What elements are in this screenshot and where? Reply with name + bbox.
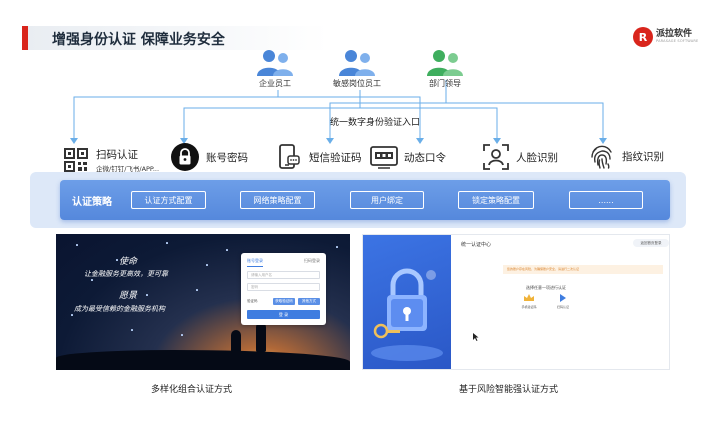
risk-warning: 您的账户存在风险，为确保账户安全，请进行二次认证 (503, 265, 663, 274)
right-panel-caption: 基于风险智能强认证方式 (459, 385, 559, 395)
line-user2-lock (183, 90, 361, 140)
security-illustration (363, 235, 451, 369)
vision-title: 愿景 (119, 291, 138, 301)
users-icon (339, 50, 375, 76)
back-home-button[interactable]: 返回首页登录 (633, 239, 669, 247)
brand-logo: R 派拉软件 PARASAGE SOFTWARE (633, 26, 698, 48)
user-group-sensitive: 敏感岗位员工 (333, 48, 381, 89)
users-icon (427, 50, 463, 76)
title-background (28, 26, 328, 50)
line-user3-sms (329, 80, 447, 140)
method-sms-code[interactable]: 短信验证码 (275, 143, 362, 171)
auth-method-config-button[interactable]: 认证方式配置 (131, 191, 206, 209)
auth-center-title: 统一认证中心 (461, 242, 492, 248)
users-icon (257, 50, 293, 76)
option-scan[interactable]: 扫码认证 (553, 293, 573, 309)
person-silhouette (231, 330, 241, 352)
mission-title: 使命 (119, 257, 138, 267)
method-label: 指纹识别 (622, 150, 664, 163)
mission-text: 让金融服务更高效，更可靠 (84, 270, 168, 278)
option-sms[interactable]: 手机验证码 (519, 293, 539, 309)
person-silhouette (256, 322, 266, 352)
tab-scan-login[interactable]: 扫码登录 (304, 258, 320, 263)
title-accent-mark (22, 26, 28, 50)
user-binding-button[interactable]: 用户绑定 (350, 191, 424, 209)
other-method-button[interactable]: 其他方式 (298, 298, 320, 305)
lock-icon (170, 142, 200, 172)
method-label: 扫码认证 (96, 149, 138, 161)
phone-sms-icon (275, 143, 303, 171)
line-user1-entry (278, 96, 421, 100)
login-submit-button[interactable]: 登 录 (247, 310, 320, 319)
risk-auth-preview: 统一认证中心 返回首页登录 您的账户存在风险，为确保账户安全，请进行二次认证 选… (362, 234, 670, 370)
method-label: 账号密码 (206, 151, 248, 164)
password-input[interactable]: 密码 (247, 283, 320, 291)
method-label: 人脸识别 (516, 151, 558, 164)
lock-policy-config-button[interactable]: 锁定策略配置 (458, 191, 534, 209)
method-label: 动态口令 (404, 151, 446, 164)
face-scan-icon (482, 143, 510, 171)
line-user1-qr (73, 90, 279, 140)
brand-logo-icon: R (633, 27, 653, 47)
get-code-button[interactable]: 获取验证码 (273, 298, 295, 305)
login-card: 账号登录 扫码登录 请输入用户名 密码 验证码 获取验证码 其他方式 登 录 (241, 253, 326, 325)
vision-text: 成为最受信赖的金融服务机构 (74, 305, 165, 313)
username-input[interactable]: 请输入用户名 (247, 271, 320, 279)
tab-account-login[interactable]: 账号登录 (247, 258, 263, 267)
method-otp[interactable]: 动态口令 (370, 143, 446, 171)
otp-token-icon (370, 143, 398, 171)
method-password[interactable]: 账号密码 (170, 142, 248, 172)
method-label: 短信验证码 (309, 151, 362, 164)
page-title: 增强身份认证 保障业务安全 (52, 32, 225, 48)
page-header: 增强身份认证 保障业务安全 (22, 26, 682, 50)
strategy-label: 认证策略 (72, 197, 112, 208)
crown-icon (524, 294, 534, 301)
login-page-preview: 使命 让金融服务更高效，更可靠 愿景 成为最受信赖的金融服务机构 账号登录 扫码… (56, 234, 350, 370)
method-qr-code[interactable]: 扫码认证 企微/钉钉/飞书/APP... (62, 146, 159, 174)
network-policy-config-button[interactable]: 网络策略配置 (240, 191, 315, 209)
option-label: 扫码认证 (556, 305, 569, 309)
scan-icon (560, 294, 566, 302)
user-group-label: 敏感岗位员工 (333, 79, 381, 88)
brand-name: 派拉软件 (656, 29, 693, 40)
left-panel-caption: 多样化组合认证方式 (151, 385, 233, 395)
choose-method-label: 选择任意一项进行认证 (526, 285, 566, 290)
cursor-icon (473, 333, 479, 341)
qr-code-icon (62, 146, 90, 174)
option-label: 手机验证码 (521, 305, 537, 309)
more-config-button[interactable]: ...... (569, 191, 643, 209)
captcha-label: 验证码 (247, 299, 258, 303)
brand-subtitle: PARASAGE SOFTWARE (656, 39, 699, 44)
line-user2-face (360, 107, 498, 140)
line-user3-finger (446, 102, 604, 140)
unified-entry-label: 统一数字身份验证入口 (330, 118, 421, 128)
user-group-employees: 企业员工 (256, 48, 294, 89)
method-sublabel: 企微/钉钉/飞书/APP... (96, 165, 160, 173)
fingerprint-icon (588, 142, 616, 170)
user-group-leaders: 部门领导 (426, 48, 464, 89)
method-face[interactable]: 人脸识别 (482, 143, 558, 171)
user-group-label: 部门领导 (429, 79, 461, 88)
method-fingerprint[interactable]: 指纹识别 (588, 142, 664, 170)
user-group-label: 企业员工 (259, 79, 291, 88)
strategy-bar (60, 180, 670, 220)
mountain-silhouette (56, 350, 350, 370)
